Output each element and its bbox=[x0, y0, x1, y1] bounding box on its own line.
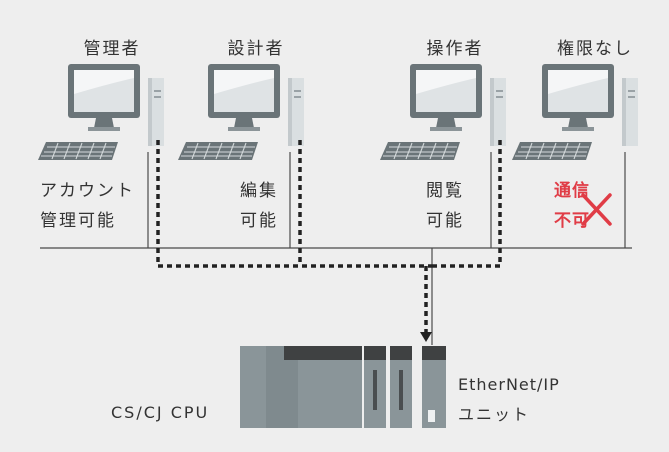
permission-admin-line1: アカウント bbox=[40, 181, 135, 201]
cpu-label: CS/CJ CPU bbox=[111, 403, 210, 422]
role-label-admin: 管理者 bbox=[83, 39, 141, 59]
role-label-none: 権限なし bbox=[557, 39, 633, 59]
plc-rack bbox=[240, 346, 446, 428]
permission-designer-line2: 可能 bbox=[240, 211, 278, 231]
permission-operator-line1: 閲覧 bbox=[426, 181, 464, 201]
desktop-computer-icon bbox=[37, 63, 165, 161]
unit-label-line2: ユニット bbox=[458, 405, 531, 424]
desktop-computer-icon bbox=[379, 63, 507, 161]
permission-none-line1: 通信 bbox=[554, 181, 590, 201]
role-label-designer: 設計者 bbox=[227, 39, 285, 59]
arrowhead-icon bbox=[420, 332, 432, 342]
permission-admin-line2: 管理可能 bbox=[40, 211, 116, 231]
denied-cross-icon bbox=[581, 193, 612, 226]
role-label-operator: 操作者 bbox=[426, 39, 484, 59]
permission-operator-line2: 可能 bbox=[426, 211, 464, 231]
unit-label-line1: EtherNet/IP bbox=[458, 375, 560, 394]
dotted-path-admin bbox=[156, 140, 432, 268]
permission-none-line2: 不可 bbox=[554, 211, 590, 231]
dotted-path-operator bbox=[432, 140, 502, 268]
desktop-computer-icon bbox=[511, 63, 639, 161]
desktop-computer-icon bbox=[177, 63, 305, 161]
permission-designer-line1: 編集 bbox=[240, 181, 278, 201]
